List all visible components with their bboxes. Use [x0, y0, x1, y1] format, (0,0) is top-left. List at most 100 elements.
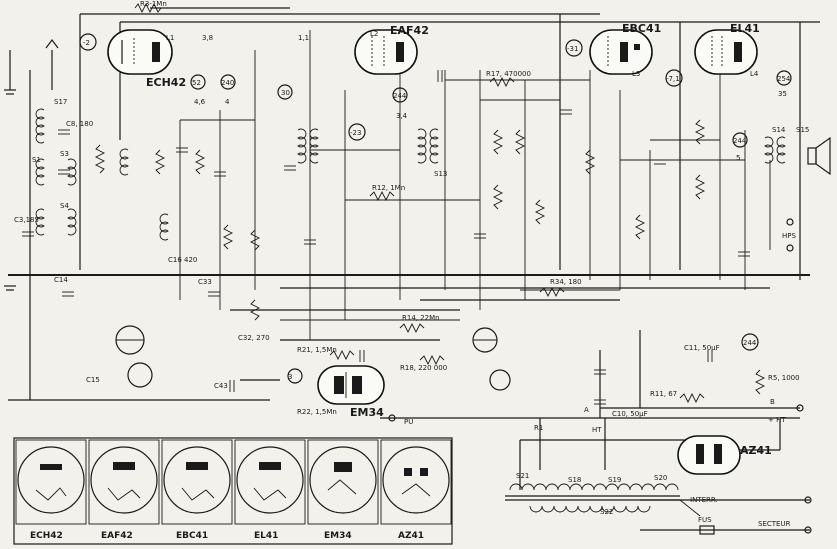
label-c43: C43 [214, 382, 228, 390]
marker-v244b: 244 [733, 137, 747, 145]
label-r22: R22, 1,5Mn [297, 408, 337, 416]
wave-switch [115, 325, 511, 391]
base-az41 [380, 439, 452, 525]
label-r21: R21, 1,5Mn [297, 346, 337, 354]
valve-az41 [677, 435, 741, 475]
base-label-ebc41: EBC41 [176, 531, 208, 541]
marker-box46: 4,6 [194, 98, 206, 106]
label-s1: S1 [32, 156, 41, 164]
base-label-ech42: ECH42 [30, 531, 63, 541]
label-c8: C8, 180 [66, 120, 93, 128]
marker-v2: -2 [83, 39, 90, 47]
terminal-r1: R1 [534, 424, 543, 432]
terminal-a: A [584, 406, 589, 414]
label-s14: S14 [772, 126, 786, 134]
capacitors [22, 70, 750, 405]
marker-box35: 35 [778, 90, 787, 98]
label-s20: S20 [654, 474, 667, 482]
base-label-el41: EL41 [254, 531, 278, 541]
label-az41: AZ41 [740, 444, 772, 457]
label-c32: C32, 270 [238, 334, 270, 342]
label-l1: L1 [166, 34, 174, 42]
base-ech42 [15, 439, 87, 525]
valve-em34 [317, 365, 385, 405]
marker-v244a: 244 [393, 92, 407, 100]
label-el41: EL41 [730, 22, 760, 35]
terminal-secteur: SECTEUR [758, 520, 791, 528]
label-s15: S15 [796, 126, 809, 134]
label-c33: C33 [198, 278, 212, 286]
label-l2: L2 [370, 30, 378, 38]
marker-v52: 52 [192, 79, 201, 87]
base-ebc41 [161, 439, 233, 525]
label-l4: L4 [750, 70, 759, 78]
label-r12: R12, 1Mn [372, 184, 405, 192]
label-r18: R18, 220 000 [400, 364, 447, 372]
terminal-ht: HT [592, 426, 602, 434]
label-em34: EM34 [350, 406, 384, 419]
terminal-b: B [770, 398, 775, 406]
label-c10: C10, 50µF [612, 410, 648, 418]
label-s3: S3 [60, 150, 69, 158]
base-eaf42 [88, 439, 160, 525]
terminal-pu: PU [404, 418, 413, 426]
label-r5: R5, 1000 [768, 374, 800, 382]
valve-eaf42 [354, 29, 418, 75]
label-s17: S17 [54, 98, 67, 106]
marker-box34: 3,4 [396, 112, 408, 120]
power-transformer [388, 218, 812, 535]
label-c15: C15 [86, 376, 100, 384]
label-r17: R17, 470000 [486, 70, 531, 78]
valve-ech42 [107, 29, 173, 75]
terminal-interr: INTERR. [690, 496, 718, 504]
coils [35, 108, 786, 241]
labels: ECH42 EAF42 EBC41 EL41 EM34 AZ41 R3-1Mn … [14, 0, 809, 528]
marker-v240: 240 [221, 79, 234, 87]
marker-v7: -7,1 [666, 75, 680, 83]
marker-box4: 4 [225, 98, 230, 106]
label-s21: S21 [516, 472, 529, 480]
base-panel: ECH42 EAF42 EBC41 EL41 EM34 AZ41 [13, 437, 453, 545]
terminal-ht2: + HT [768, 416, 786, 424]
label-s19: S19 [608, 476, 621, 484]
label-c14: C14 [54, 276, 68, 284]
speaker-icon [807, 136, 831, 176]
valve-ebc41 [589, 29, 653, 75]
label-c3: C3,185 [14, 216, 39, 224]
label-r3: R3-1Mn [140, 0, 167, 8]
label-r11: R11, 67 [650, 390, 677, 398]
marker-v23: -23 [350, 129, 361, 137]
label-ech42: ECH42 [146, 76, 186, 89]
marker-v244c: 244 [743, 339, 757, 347]
resistors [94, 2, 766, 406]
base-em34 [307, 439, 379, 525]
base-el41 [234, 439, 306, 525]
label-r14: R14, 22Mn [402, 314, 440, 322]
label-s13: S13 [434, 170, 447, 178]
marker-box5: 5 [736, 154, 740, 162]
marker-box38: 3,8 [202, 34, 213, 42]
marker-v31: -31 [567, 45, 578, 53]
label-l3: L3 [632, 70, 640, 78]
base-label-eaf42: EAF42 [101, 531, 133, 541]
marker-v3: 3 [288, 373, 292, 381]
terminal-fus: FUS [698, 516, 712, 524]
label-c16: C16 420 [168, 256, 197, 264]
label-s18: S18 [568, 476, 581, 484]
label-eaf42: EAF42 [390, 24, 429, 37]
base-label-az41: AZ41 [398, 531, 424, 541]
label-s22: S22 [600, 508, 613, 516]
wiring [4, 7, 820, 531]
marker-v30: 30 [281, 89, 290, 97]
marker-v254: 254 [777, 75, 791, 83]
valve-el41 [694, 29, 758, 75]
label-r34: R34, 180 [550, 278, 582, 286]
base-label-em34: EM34 [324, 531, 352, 541]
terminal-hps: HPS [782, 232, 796, 240]
label-ebc41: EBC41 [622, 22, 661, 35]
voltage-markers [79, 33, 792, 384]
label-s4: S4 [60, 202, 69, 210]
label-c11: C11, 50µF [684, 344, 720, 352]
marker-box1: 1,1 [298, 34, 309, 42]
